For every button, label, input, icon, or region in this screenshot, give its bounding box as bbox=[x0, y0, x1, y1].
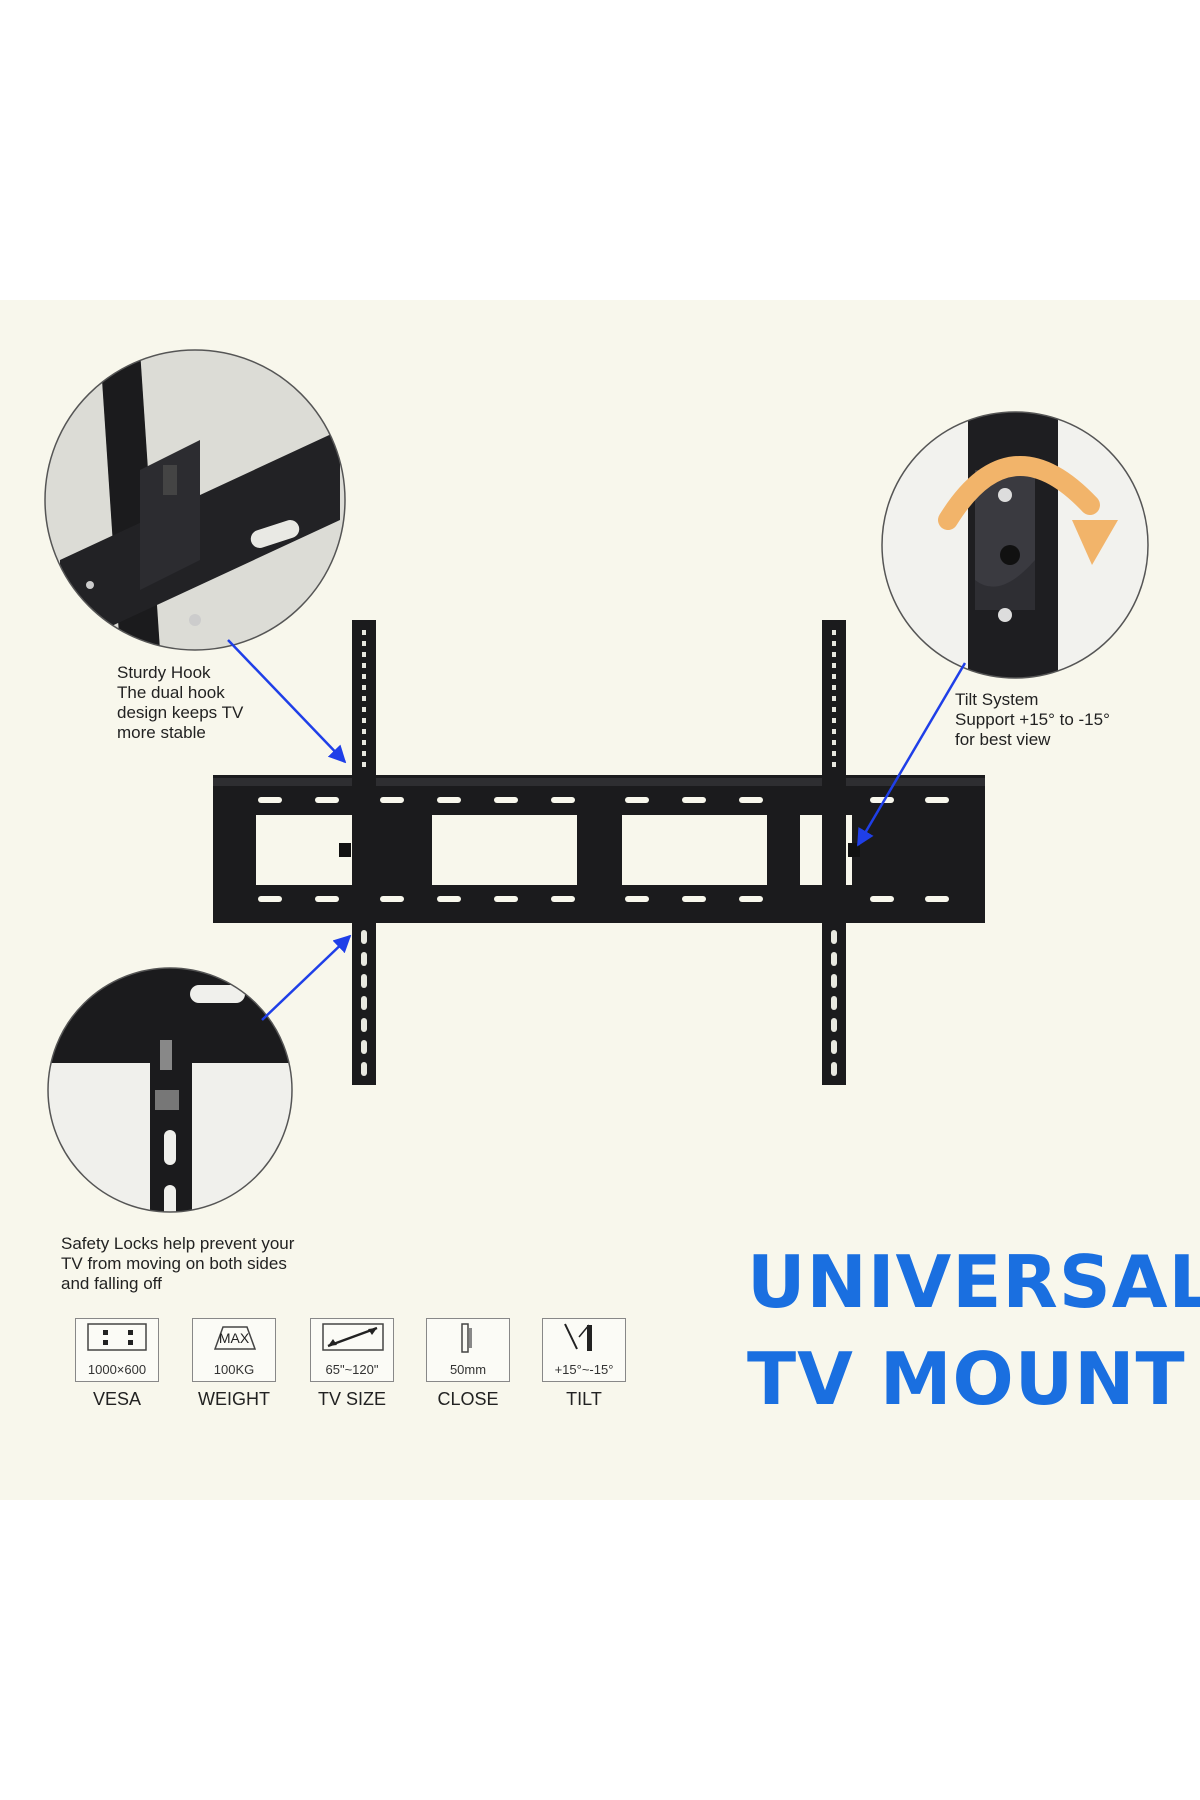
arm-hole bbox=[832, 630, 836, 635]
weight-spec: MAX 100KG bbox=[192, 1318, 276, 1382]
arm-hole bbox=[362, 674, 366, 679]
tilt-label: TILT bbox=[566, 1389, 602, 1409]
tv-size-value: 65"~120" bbox=[325, 1362, 379, 1377]
vesa-spec: 1000×600 bbox=[75, 1318, 159, 1382]
arm-hole bbox=[362, 762, 366, 767]
close-value: 50mm bbox=[449, 1362, 487, 1377]
tilt-callout: Tilt System Support +15° to -15° for bes… bbox=[955, 690, 1110, 750]
arm-hole bbox=[832, 718, 836, 723]
tilt-icon bbox=[564, 1323, 592, 1351]
tilt-pointer-arrow bbox=[856, 662, 967, 847]
arm-slot bbox=[831, 1062, 837, 1076]
tilt-callout-line: Support +15° to -15° bbox=[955, 710, 1110, 729]
vesa-value: 1000×600 bbox=[87, 1362, 147, 1377]
tilt-callout-line: for best view bbox=[955, 730, 1051, 749]
max-weight-icon bbox=[213, 1326, 257, 1350]
arm-slot bbox=[361, 952, 367, 966]
close-label: CLOSE bbox=[437, 1389, 499, 1409]
vesa-icon bbox=[87, 1323, 147, 1351]
tv-size-icon bbox=[322, 1323, 384, 1351]
wall-plate bbox=[213, 775, 985, 923]
lock-pointer-arrow bbox=[261, 934, 352, 1021]
hook-callout-line: The dual hook bbox=[117, 683, 225, 702]
hook-callout-line: more stable bbox=[117, 723, 206, 742]
arm-hole bbox=[832, 707, 836, 712]
arm-hole bbox=[362, 685, 366, 690]
right-vertical-arm bbox=[822, 620, 846, 1085]
arm-slot bbox=[361, 996, 367, 1010]
lock-detail-circle bbox=[47, 967, 293, 1213]
lock-callout-line: Safety Locks help prevent your bbox=[61, 1234, 295, 1253]
left-vertical-arm bbox=[352, 620, 376, 1085]
arm-slot bbox=[361, 974, 367, 988]
arm-hole bbox=[362, 707, 366, 712]
arm-slot bbox=[361, 1018, 367, 1032]
arm-hole bbox=[832, 729, 836, 734]
arm-hole bbox=[832, 696, 836, 701]
arm-hole bbox=[832, 685, 836, 690]
hook-callout-line: design keeps TV bbox=[117, 703, 244, 722]
arm-hole bbox=[832, 652, 836, 657]
tv-size-label: TV SIZE bbox=[317, 1389, 386, 1409]
arm-hole bbox=[832, 663, 836, 668]
arm-slot bbox=[831, 1018, 837, 1032]
arm-hole bbox=[832, 740, 836, 745]
arm-hole bbox=[832, 641, 836, 646]
arm-hole bbox=[362, 630, 366, 635]
arm-hole bbox=[362, 740, 366, 745]
arm-slot bbox=[831, 930, 837, 944]
arm-slot bbox=[831, 974, 837, 988]
tilt-callout-line: Tilt System bbox=[955, 690, 1039, 709]
arm-slot bbox=[831, 952, 837, 966]
arm-slot bbox=[831, 1040, 837, 1054]
lock-callout-line: and falling off bbox=[61, 1274, 162, 1293]
hook-callout: Sturdy Hook The dual hook design keeps T… bbox=[117, 663, 243, 743]
arm-hole bbox=[362, 729, 366, 734]
hook-detail-circle bbox=[44, 349, 346, 651]
arm-hole bbox=[362, 663, 366, 668]
arm-slot bbox=[831, 996, 837, 1010]
tilt-value: +15°~-15° bbox=[554, 1362, 614, 1377]
weight-label: WEIGHT bbox=[198, 1389, 270, 1409]
headline-line-1: UNIVERSAL bbox=[747, 1240, 1200, 1324]
vesa-label: VESA bbox=[92, 1389, 142, 1409]
lock-callout-line: TV from moving on both sides bbox=[61, 1254, 287, 1273]
max-weight-icon-text: MAX bbox=[218, 1330, 250, 1346]
arm-hole bbox=[832, 762, 836, 767]
arm-hole bbox=[362, 718, 366, 723]
close-spec: 50mm bbox=[426, 1318, 510, 1382]
weight-value: 100KG bbox=[213, 1362, 255, 1377]
tilt-spec: +15°~-15° bbox=[542, 1318, 626, 1382]
hook-pointer-arrow bbox=[227, 639, 347, 764]
arm-slot bbox=[361, 1040, 367, 1054]
arm-hole bbox=[362, 696, 366, 701]
arm-slot bbox=[361, 1062, 367, 1076]
hook-callout-line: Sturdy Hook bbox=[117, 663, 211, 682]
wall-gap-icon bbox=[461, 1323, 472, 1353]
arm-hole bbox=[362, 652, 366, 657]
lock-callout: Safety Locks help prevent your TV from m… bbox=[61, 1234, 294, 1294]
arm-hole bbox=[832, 751, 836, 756]
tilt-detail-circle bbox=[881, 411, 1149, 679]
arm-hole bbox=[362, 751, 366, 756]
arm-slot bbox=[361, 930, 367, 944]
arm-hole bbox=[362, 641, 366, 646]
tv-size-spec: 65"~120" bbox=[310, 1318, 394, 1382]
headline-line-2: TV MOUNT bbox=[747, 1337, 1186, 1421]
arm-hole bbox=[832, 674, 836, 679]
